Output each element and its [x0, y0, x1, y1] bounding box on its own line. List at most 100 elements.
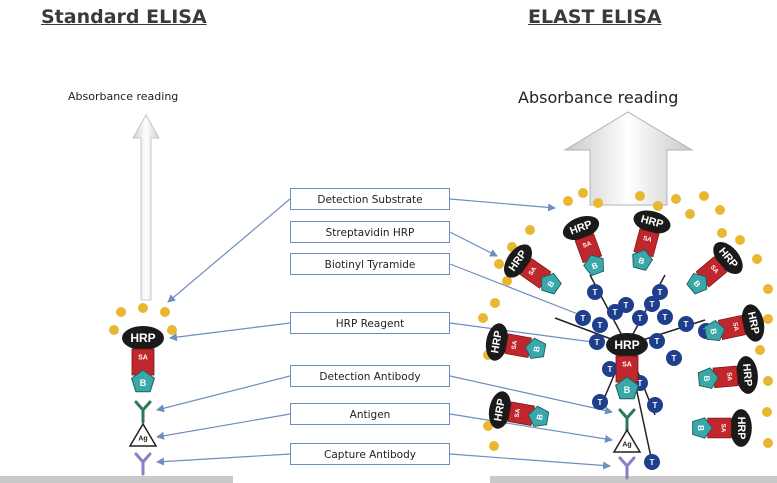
substrate-dot — [752, 254, 762, 264]
biotin-pentagon — [524, 337, 547, 359]
connector-arrow — [156, 413, 291, 440]
t-text: T — [653, 401, 658, 410]
t-text: T — [581, 314, 586, 323]
substrate-dot — [671, 194, 681, 204]
substrate-dot — [635, 191, 645, 201]
absorbance-reading-left: Absorbance reading — [68, 90, 179, 103]
b-text: B — [535, 413, 545, 420]
tyramide-circle — [652, 284, 668, 300]
connector-arrow — [449, 231, 498, 257]
connector-arrow — [156, 375, 291, 413]
sa-text: SA — [709, 264, 720, 276]
detection-antibody-left — [134, 400, 152, 424]
connector-arrow — [449, 453, 611, 470]
sa-text: SA — [514, 408, 522, 418]
sa-text: SA — [731, 322, 740, 332]
substrate-dot — [483, 421, 493, 431]
sa-text: SA — [138, 355, 148, 362]
t-text: T — [663, 313, 668, 322]
t-text: T — [608, 365, 613, 374]
connector-arrow — [449, 375, 613, 415]
absorbance-arrow-right — [563, 111, 694, 206]
label-streptavidin-hrp: Streptavidin HRP — [290, 221, 450, 243]
tyramide-circle — [592, 317, 608, 333]
connector-arrow — [449, 263, 589, 320]
b-text: B — [638, 256, 646, 266]
b-text: B — [591, 261, 600, 272]
tyramide-circle — [632, 310, 648, 326]
tyramide-circle — [647, 397, 663, 413]
label-biotinyl-tyramide: Biotinyl Tyramide — [290, 253, 450, 275]
connector-arrow — [169, 322, 291, 342]
t-text: T — [650, 458, 655, 467]
label-detection-antibody: Detection Antibody — [290, 365, 450, 387]
b-text: B — [696, 425, 705, 431]
capture-antibody-left — [134, 452, 152, 476]
connector-arrow — [449, 322, 601, 347]
detection-antibody-right — [618, 408, 636, 432]
ag-text: Ag — [138, 436, 147, 443]
tyramide-circle — [618, 297, 634, 313]
hrp-text: HRP — [735, 417, 747, 440]
substrate-dot — [755, 345, 765, 355]
sa-text: SA — [511, 340, 519, 350]
sa-text: SA — [642, 235, 653, 244]
substrate-dot — [502, 276, 512, 286]
b-text: B — [140, 378, 147, 388]
t-text: T — [658, 288, 663, 297]
elast-elisa-heading: ELAST ELISA — [528, 6, 662, 28]
t-text: T — [638, 314, 643, 323]
biotin-pentagon — [131, 369, 155, 393]
tyramide-circle — [587, 284, 603, 300]
standard-elisa-heading: Standard ELISA — [41, 6, 207, 28]
substrate-dot — [138, 303, 148, 313]
tyramide-circle — [678, 316, 694, 332]
hrp-ellipse — [485, 323, 509, 361]
hrp-ellipse — [488, 391, 512, 429]
hrp-sa-b-unit: HRP SA B — [703, 304, 765, 342]
antigen-triangle — [612, 428, 642, 453]
hrp-text: HRP — [489, 330, 505, 355]
substrate-dot — [116, 307, 126, 317]
hrp-text: HRP — [614, 338, 639, 352]
hrp-text: HRP — [745, 311, 761, 336]
substrate-dot — [763, 376, 773, 386]
substrate-dot — [490, 298, 500, 308]
plate-surface-left — [0, 476, 233, 483]
tyramide-circle — [589, 334, 605, 350]
hrp-ellipse — [713, 241, 743, 275]
connector-arrow — [156, 453, 291, 466]
tyramide-circle — [644, 296, 660, 312]
label-antigen: Antigen — [290, 403, 450, 425]
substrate-dot — [109, 325, 119, 335]
sa-text: SA — [720, 424, 727, 433]
label-capture-antibody: Capture Antibody — [290, 443, 450, 465]
t-text: T — [593, 288, 598, 297]
substrate-dot — [578, 188, 588, 198]
biotin-pentagon — [697, 367, 719, 389]
b-text: B — [532, 345, 542, 352]
tyramide-circle — [644, 454, 660, 470]
biotin-pentagon — [686, 272, 708, 295]
plate-surface-right — [490, 476, 777, 483]
substrate-dot — [763, 438, 773, 448]
biotin-pentagon — [541, 272, 562, 295]
absorbance-arrow-left — [132, 114, 160, 301]
b-text: B — [708, 328, 718, 336]
hrp-ellipse — [562, 215, 600, 241]
t-text: T — [655, 337, 660, 346]
biotin-pentagon — [692, 417, 713, 439]
connector-arrow — [167, 198, 291, 303]
substrate-dot — [494, 259, 504, 269]
sa-text: SA — [725, 372, 733, 382]
substrate-dot — [653, 201, 663, 211]
substrate-dot — [525, 225, 535, 235]
tyramide-circle — [575, 310, 591, 326]
substrate-dot — [593, 198, 603, 208]
